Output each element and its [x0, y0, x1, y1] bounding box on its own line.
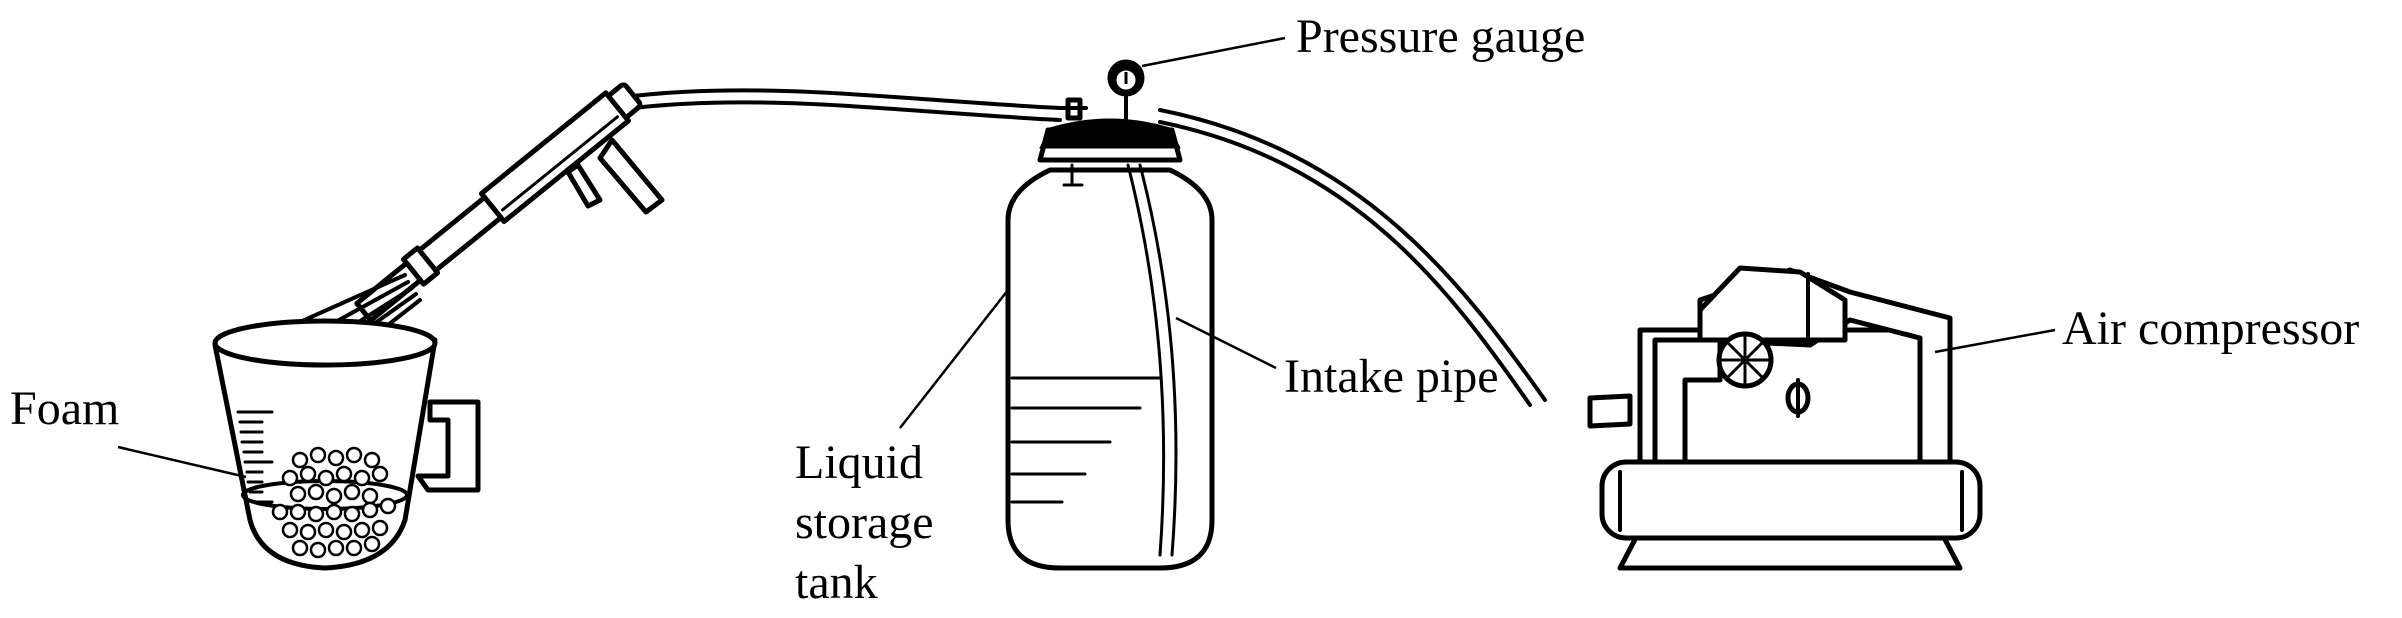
hose-icon	[623, 88, 1547, 407]
air-compressor-icon	[1587, 265, 1983, 571]
liquid-tank-icon	[1005, 59, 1215, 571]
leader-lines	[117, 36, 2056, 479]
label-liquid-storage-tank-line3: tank	[795, 556, 878, 609]
label-liquid-storage-tank-line1: Liquid	[795, 436, 923, 489]
beaker-icon	[212, 318, 481, 571]
leader-foam	[117, 445, 247, 479]
label-liquid-storage-tank-line2: storage	[795, 496, 934, 549]
spray-gun-icon	[298, 82, 665, 352]
leader-liquid-storage-tank	[899, 289, 1009, 429]
label-pressure-gauge: Pressure gauge	[1296, 10, 1586, 63]
foam-bubbles	[271, 446, 397, 559]
label-foam: Foam	[10, 382, 120, 435]
label-air-compressor: Air compressor	[2062, 302, 2360, 355]
label-intake-pipe: Intake pipe	[1284, 350, 1499, 403]
leader-air-compressor	[1934, 328, 2056, 354]
leader-pressure-gauge	[1141, 36, 1286, 68]
leader-intake-pipe	[1175, 316, 1277, 370]
